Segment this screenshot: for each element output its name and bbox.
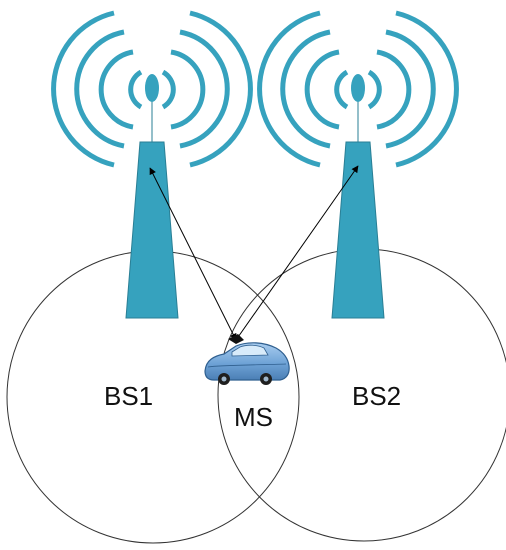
signal-link-bs1 [149, 167, 237, 341]
tower-mast [125, 141, 179, 319]
car-icon [204, 334, 290, 385]
radio-waves [257, 10, 459, 168]
tower-mast [331, 141, 385, 319]
cell-tower-icon [257, 10, 459, 319]
ms-label: MS [234, 402, 273, 432]
antenna-bulb [145, 74, 159, 102]
signal-link-bs2 [235, 165, 359, 341]
bs2-label: BS2 [352, 381, 401, 411]
cell-tower-icon [51, 10, 253, 319]
antenna-bulb [351, 74, 365, 102]
bs1-label: BS1 [104, 381, 153, 411]
radio-waves [51, 10, 253, 168]
